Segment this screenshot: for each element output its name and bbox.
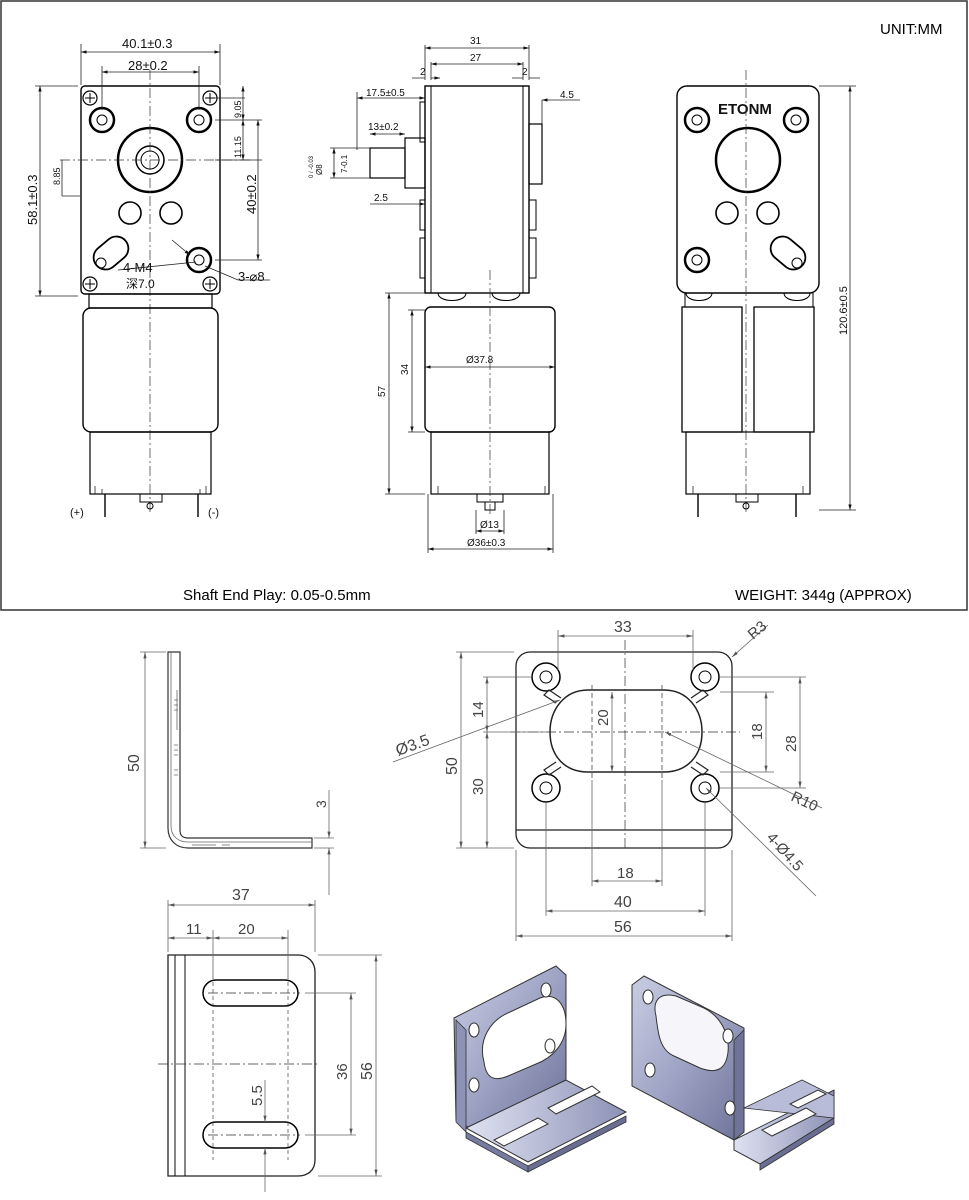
- dim-height-total: 58.1±0.3: [25, 174, 40, 225]
- bracket-thickness-3: 3: [313, 800, 329, 808]
- dim-bracket-h18: 18: [749, 723, 766, 740]
- dim-bracket-h50: 50: [444, 757, 461, 775]
- dim-bracket-r3: R3: [745, 618, 771, 643]
- dim-shaft-tol: 0 / -0.03: [309, 155, 315, 178]
- dim-905: 9.05: [233, 100, 243, 118]
- dim-45: 4.5: [560, 90, 574, 101]
- dim-bracket-h20: 20: [595, 709, 612, 726]
- dim-bracket-h28: 28: [783, 735, 800, 752]
- dim-length: 120.6±0.5: [838, 286, 850, 335]
- bracket-3d-render-right: [631, 975, 835, 1171]
- dim-bracket-holes: 4-Ø4.5: [763, 829, 806, 874]
- bracket-side-profile: 50 3: [126, 651, 334, 895]
- dim-width-inner: 28±0.2: [128, 58, 168, 73]
- dim-bracket-w40: 40: [614, 894, 632, 911]
- holes-label: 3-⌀8: [238, 269, 265, 284]
- dim-1115: 11.15: [233, 136, 243, 158]
- bracket-height-50: 50: [126, 754, 143, 772]
- bracket-front-view: 33 R3 Ø3.5 50 14 30 20 18 28 R10 4-Ø4.5: [392, 618, 823, 941]
- dim-bracket-d35: Ø3.5: [394, 732, 433, 760]
- dim-width-outer: 40.1±0.3: [122, 36, 173, 51]
- dim-bracket-33: 33: [614, 619, 632, 636]
- motor-drawing-panel: UNIT:MM Shaft End Play: 0.05-0.5mm WEIGH…: [0, 0, 968, 611]
- thread-depth-label: 深7.0: [126, 277, 155, 291]
- motor-side-view: 31 27 2 2 17.5±0.5 4.5 13±0.2 Ø8 0 / -0.…: [309, 36, 580, 553]
- front-dimensions: 40.1±0.3 28±0.2 58.1±0.3 8.85 9.05 11.15…: [25, 36, 270, 297]
- bracket-mount-holes: [531, 662, 720, 803]
- dim-base-55: 5.5: [249, 1085, 266, 1106]
- dim-bracket-r10: R10: [788, 788, 820, 815]
- dim-bracket-h30: 30: [470, 778, 487, 795]
- bracket-base-dimensions: 37 11 20 36 56 5.5: [167, 887, 382, 1192]
- dim-base-37: 37: [232, 887, 250, 904]
- bracket-front-dimensions: 33 R3 Ø3.5 50 14 30 20 18 28 R10 4-Ø4.5: [392, 618, 823, 941]
- dim-d36: Ø36±0.3: [467, 538, 506, 549]
- brand-label: ETONM: [718, 101, 772, 118]
- shaft-end-play-label: Shaft End Play: 0.05-0.5mm: [183, 587, 371, 604]
- dim-bracket-w18: 18: [617, 865, 634, 882]
- bracket-base-view: 37 11 20 36 56 5.5: [158, 887, 382, 1192]
- dim-175: 17.5±0.5: [366, 88, 405, 99]
- dim-height-40: 40±0.2: [244, 174, 259, 214]
- weight-label: WEIGHT: 344g (APPROX): [735, 587, 912, 604]
- dim-base-36: 36: [334, 1063, 351, 1080]
- dim-57: 57: [377, 385, 388, 397]
- unit-label: UNIT:MM: [880, 21, 943, 38]
- bracket-3d-render-left: [453, 965, 628, 1173]
- dim-31: 31: [470, 36, 482, 47]
- dim-13: 13±0.2: [368, 122, 399, 133]
- dim-base-11: 11: [186, 921, 202, 938]
- dim-27: 27: [470, 53, 482, 64]
- plus-terminal-label: (+): [70, 507, 84, 519]
- dim-885: 8.85: [52, 167, 62, 185]
- dim-base-56: 56: [359, 1062, 376, 1080]
- dim-378: Ø37.8: [466, 355, 494, 366]
- dim-shaft-dia: Ø8: [315, 164, 324, 175]
- dim-25: 2.5: [374, 193, 388, 204]
- thread-label: 4-M4: [123, 260, 153, 275]
- minus-terminal-label: (-): [208, 507, 219, 519]
- dim-bracket-h14: 14: [470, 701, 487, 718]
- dim-gap-left: 2: [420, 67, 426, 78]
- side-dimensions: 31 27 2 2 17.5±0.5 4.5 13±0.2 Ø8 0 / -0.…: [309, 36, 580, 553]
- dim-base-20: 20: [238, 921, 255, 938]
- dim-gap-right: 2: [522, 67, 528, 78]
- motor-front-view: (+) (-) 40.1±0.3 28±0.2 58.1±0.3 8.85 9.…: [25, 36, 270, 519]
- dim-34: 34: [400, 363, 411, 375]
- motor-back-view: ETONM 120.6±0.5: [676, 70, 856, 517]
- dim-d13: Ø13: [480, 520, 499, 531]
- dim-shaft-flat: 7-0.1: [340, 154, 349, 173]
- dim-bracket-w56: 56: [614, 919, 632, 936]
